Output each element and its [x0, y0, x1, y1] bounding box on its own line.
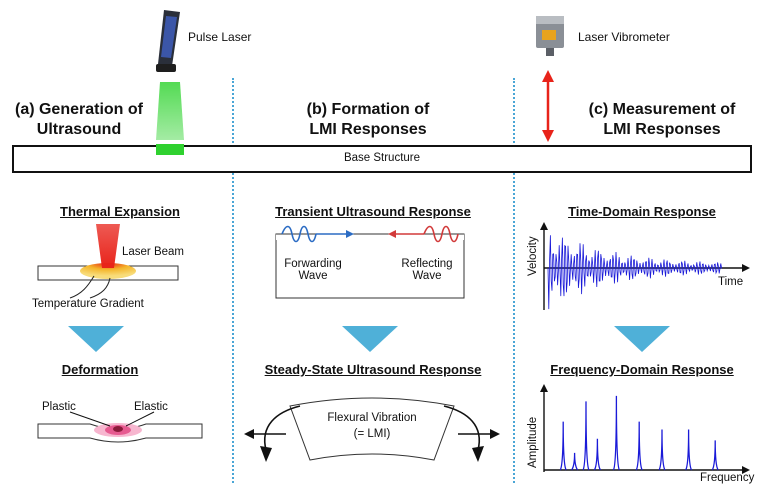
- time-label: Time: [718, 276, 744, 288]
- time-domain-plot: [540, 222, 750, 310]
- spectrum-peak: [612, 395, 621, 471]
- arrow-down-icon: [342, 326, 398, 352]
- frequency-domain-plot: [540, 384, 750, 474]
- steady-state-response-title: Steady-State Ultrasound Response: [264, 362, 482, 377]
- green-laser-spot: [156, 145, 184, 155]
- pulse-laser-device-icon: [156, 10, 180, 72]
- base-structure-label: Base Structure: [343, 152, 421, 164]
- reflecting-wave-line2: Wave: [412, 270, 442, 282]
- column-b-title-line1: (b) Formation of: [306, 101, 430, 118]
- spectrum-peak: [571, 452, 579, 471]
- spectrum-peak: [593, 438, 601, 471]
- column-c-title: (c) Measurement of LMI Responses: [562, 100, 762, 140]
- vibrometer-label: Laser Vibrometer: [578, 30, 670, 44]
- frequency-domain-title: Frequency-Domain Response: [550, 362, 734, 377]
- forwarding-wave-line1: Forwarding: [284, 258, 342, 270]
- reflecting-wave-line1: Reflecting: [401, 258, 453, 270]
- frequency-label: Frequency: [700, 472, 755, 484]
- flexural-vibration-diagram: [244, 397, 500, 462]
- spectrum-peak: [582, 401, 590, 471]
- column-b-title-line2: LMI Responses: [309, 121, 427, 138]
- arrow-down-icon: [614, 326, 670, 352]
- base-structure-bar: [12, 145, 752, 173]
- laser-vibrometer-device-icon: [536, 16, 564, 56]
- temperature-gradient-label: Temperature Gradient: [32, 298, 144, 310]
- column-c-title-line1: (c) Measurement of: [588, 101, 736, 118]
- column-divider-left: [232, 78, 234, 483]
- column-c-title-line2: LMI Responses: [603, 121, 721, 138]
- forwarding-wave-label: Forwarding Wave: [278, 258, 348, 282]
- spectrum-peak: [559, 421, 567, 471]
- column-divider-right: [513, 78, 515, 483]
- column-b-title: (b) Formation of LMI Responses: [278, 100, 458, 140]
- column-a-title-line1: (a) Generation of: [14, 101, 143, 118]
- arrow-down-icon: [68, 326, 124, 352]
- flexural-vibration-line1: Flexural Vibration: [327, 412, 417, 424]
- deformation-diagram: [37, 411, 203, 443]
- pulse-laser-label: Pulse Laser: [188, 30, 252, 44]
- thermal-expansion-title: Thermal Expansion: [60, 204, 180, 219]
- forwarding-wave-line2: Wave: [298, 270, 328, 282]
- spectrum-peak: [711, 440, 719, 471]
- time-signal-trace: [547, 235, 722, 310]
- velocity-label: Velocity: [527, 236, 539, 276]
- laser-beam-label: Laser Beam: [122, 246, 185, 258]
- spectrum-peak: [658, 429, 666, 471]
- plastic-label: Plastic: [42, 401, 76, 413]
- transient-wave-diagram: [275, 225, 465, 299]
- spectrum-peak: [635, 421, 643, 471]
- spectrum-peaks: [559, 395, 719, 471]
- elastic-label: Elastic: [134, 401, 168, 413]
- reflecting-wave-label: Reflecting Wave: [392, 258, 462, 282]
- amplitude-label: Amplitude: [527, 416, 539, 468]
- thermal-expansion-diagram: [37, 224, 179, 299]
- column-a-title-line2: Ultrasound: [36, 121, 122, 138]
- flexural-vibration-line2: (= LMI): [353, 428, 391, 440]
- column-a-title: (a) Generation of Ultrasound: [4, 100, 154, 140]
- time-domain-title: Time-Domain Response: [568, 204, 716, 219]
- transient-response-title: Transient Ultrasound Response: [275, 204, 471, 219]
- spectrum-peak: [685, 429, 693, 471]
- flexural-vibration-label: Flexural Vibration (= LMI): [300, 410, 444, 442]
- deformation-title: Deformation: [61, 362, 139, 377]
- red-measurement-arrow: [542, 70, 554, 142]
